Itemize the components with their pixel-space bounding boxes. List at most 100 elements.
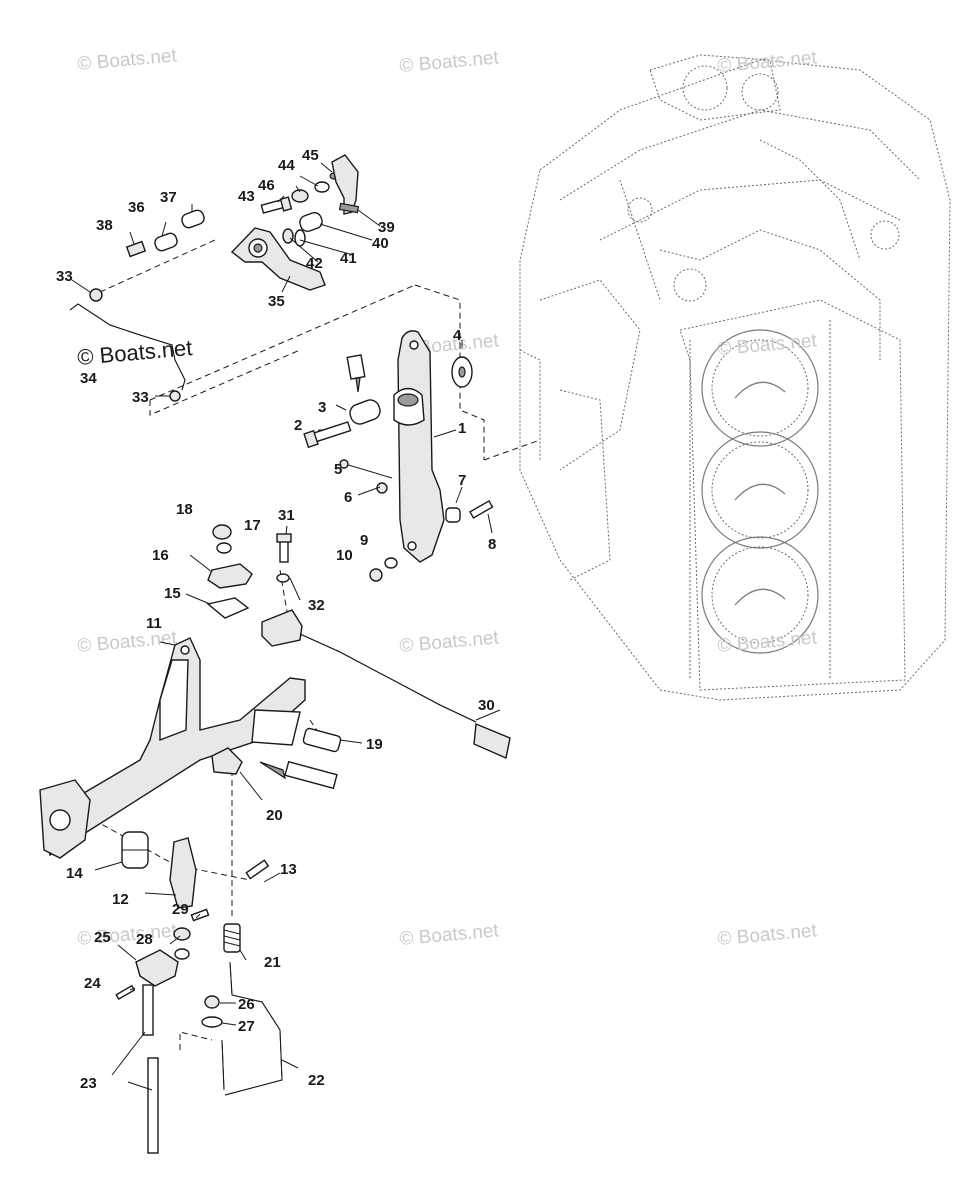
watermark: © Boats.net xyxy=(77,920,179,950)
callout-16: 16 xyxy=(152,547,169,564)
callout-44: 44 xyxy=(278,157,295,174)
part-5-screw xyxy=(339,459,393,479)
part-2-bolt xyxy=(303,421,352,449)
part-28-nut xyxy=(173,927,191,960)
callout-11: 11 xyxy=(146,615,162,632)
part-43-bolt xyxy=(260,196,293,214)
callout-10: 10 xyxy=(336,547,353,564)
callout-25: 25 xyxy=(94,929,111,946)
part-27-washer xyxy=(201,1016,223,1028)
part-17-washer xyxy=(216,542,232,554)
watermark: © Boats.net xyxy=(717,627,819,657)
bracket-hardware xyxy=(206,524,292,619)
part-22-rod xyxy=(221,961,283,1096)
callout-23: 23 xyxy=(80,1075,97,1092)
callout-32: 32 xyxy=(308,597,325,614)
part-39-lever xyxy=(331,154,360,215)
main-lever-assembly xyxy=(303,330,494,582)
callout-18: 18 xyxy=(176,501,193,518)
watermark-layer: © Boats.net © Boats.net © Boats.net © Bo… xyxy=(76,45,818,950)
callout-1: 1 xyxy=(458,420,466,437)
watermark: © Boats.net xyxy=(399,920,501,950)
callout-35: 35 xyxy=(268,293,285,310)
callout-6: 6 xyxy=(344,489,352,506)
callout-13: 13 xyxy=(280,861,297,878)
leader-lines xyxy=(71,162,501,1091)
callout-2: 2 xyxy=(294,417,302,434)
watermark: © Boats.net xyxy=(717,920,819,950)
callout-19: 19 xyxy=(366,736,383,753)
watermark: © Boats.net xyxy=(717,330,819,360)
callout-46: 46 xyxy=(258,177,275,194)
callout-15: 15 xyxy=(164,585,181,602)
part-12-bracket xyxy=(169,837,197,909)
part-33-ball-joint-bottom xyxy=(169,390,181,402)
part-9-washer xyxy=(384,557,398,569)
callout-29: 29 xyxy=(172,901,189,918)
watermark: © Boats.net xyxy=(399,47,501,77)
callout-36: 36 xyxy=(128,199,145,216)
part-23-rod xyxy=(142,984,159,1154)
part-36-bushing xyxy=(154,232,178,252)
part-10-nut xyxy=(369,568,383,582)
callout-45: 45 xyxy=(302,147,319,164)
callout-5: 5 xyxy=(334,461,342,478)
part-3-bushing xyxy=(349,399,381,425)
callout-31: 31 xyxy=(278,507,295,524)
callout-34: 34 xyxy=(80,370,97,387)
grease-tube-lever xyxy=(346,354,366,393)
part-35-lever xyxy=(230,227,326,291)
watermark: © Boats.net xyxy=(77,45,179,75)
part-13-screw xyxy=(245,859,270,880)
watermark: © Boats.net xyxy=(717,47,819,77)
callout-28: 28 xyxy=(136,931,153,948)
callout-33-top: 33 xyxy=(56,268,73,285)
callout-8: 8 xyxy=(488,536,496,553)
part-4-washer xyxy=(451,356,473,388)
callout-42: 42 xyxy=(306,255,323,272)
part-32-washer xyxy=(276,573,290,583)
part-25-lever xyxy=(135,949,179,987)
part-40-bushing xyxy=(299,211,323,233)
top-linkage-assembly xyxy=(69,154,360,402)
part-16-clamp xyxy=(207,563,253,589)
callout-33-bottom: 33 xyxy=(132,389,149,406)
callout-43: 43 xyxy=(238,188,255,205)
callout-9: 9 xyxy=(360,532,368,549)
callout-21: 21 xyxy=(264,954,281,971)
callout-7: 7 xyxy=(458,472,466,489)
part-29-screw xyxy=(190,908,210,922)
part-33-ball-joint-top xyxy=(89,288,103,302)
callout-24: 24 xyxy=(84,975,101,992)
callout-26: 26 xyxy=(238,996,255,1013)
part-37-bushing xyxy=(181,209,205,229)
callout-14: 14 xyxy=(66,865,83,882)
inline-watermark: © Boats.net xyxy=(76,335,193,370)
callout-39: 39 xyxy=(378,219,395,236)
callout-22: 22 xyxy=(308,1072,325,1089)
callout-30: 30 xyxy=(478,697,495,714)
callout-12: 12 xyxy=(112,891,129,908)
part-15-plate xyxy=(206,597,250,619)
part-19-bolt xyxy=(302,727,342,753)
part-18-nut xyxy=(212,524,232,540)
part-7-spacer xyxy=(445,507,461,523)
callout-40: 40 xyxy=(372,235,389,252)
part-46-spacer xyxy=(291,189,309,203)
callout-20: 20 xyxy=(266,807,283,824)
callout-17: 17 xyxy=(244,517,261,534)
part-1-lever-arm xyxy=(393,330,445,563)
callout-numbers: 1 2 3 4 5 6 7 8 9 10 11 12 13 14 15 16 1… xyxy=(56,147,496,1092)
part-34-link-rod xyxy=(69,303,186,391)
callout-3: 3 xyxy=(318,399,326,416)
part-26-bushing xyxy=(204,995,220,1009)
lower-assembly xyxy=(115,908,283,1154)
watermark: © Boats.net xyxy=(399,627,501,657)
part-42-nut xyxy=(282,228,294,244)
part-8-screw xyxy=(469,499,494,519)
part-30-sensor-harness xyxy=(261,609,511,759)
main-bracket-assembly xyxy=(39,637,342,909)
callout-37: 37 xyxy=(160,189,177,206)
